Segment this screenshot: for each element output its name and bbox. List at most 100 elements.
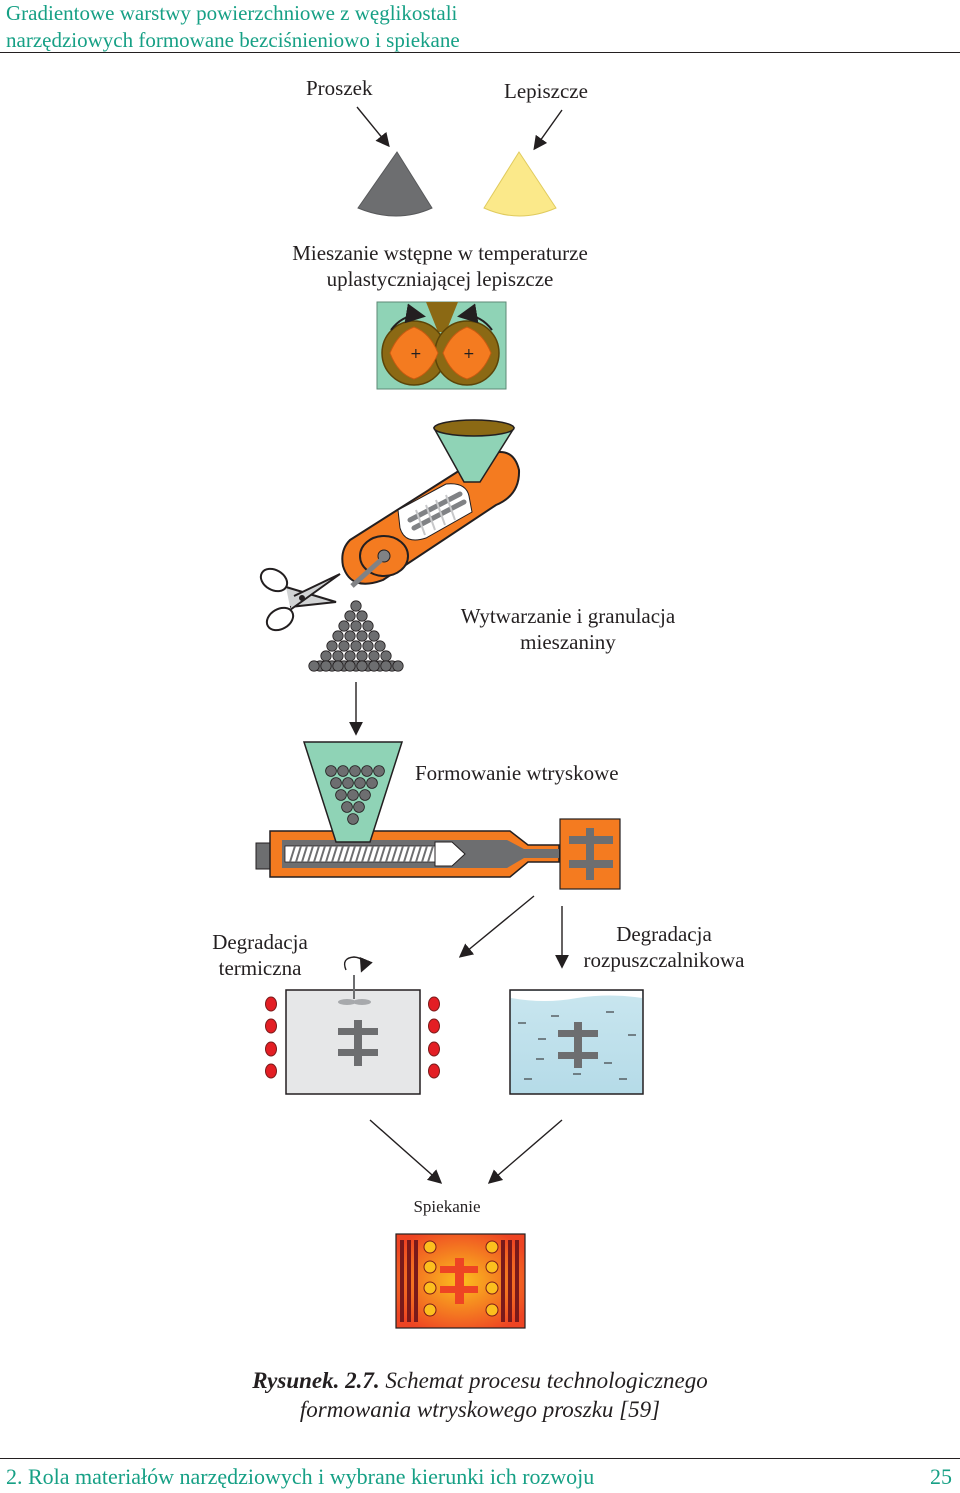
label-thermal-2: termiczna (218, 956, 302, 980)
granule (356, 630, 368, 642)
extruder-icon (341, 419, 521, 588)
screw-flight (343, 845, 350, 863)
header-rule (0, 52, 960, 53)
arrow-thermal-to-sinter (369, 1119, 443, 1184)
header-title-line-2: narzędziowych formowane bezciśnieniowo i… (6, 28, 460, 52)
furnace-bars-icon (400, 1240, 519, 1322)
label-premix-1: Mieszanie wstępne w temperaturze (292, 241, 588, 265)
furnace-dot (423, 1303, 437, 1317)
granule (344, 630, 356, 642)
granule (335, 789, 347, 801)
screw-flight (409, 845, 416, 863)
screw-flight (349, 845, 356, 863)
arrow-to-thermal (458, 895, 535, 958)
heater-dot (428, 996, 440, 1012)
screw-flight (355, 845, 362, 863)
granule (332, 650, 344, 662)
arrow-binder (533, 109, 563, 151)
premixer-icon: + + (376, 301, 507, 390)
label-solvent-1: Degradacja (616, 922, 712, 946)
heater-dot (265, 996, 277, 1012)
granule (338, 620, 350, 632)
granule (344, 660, 356, 672)
heater-dot (265, 1063, 277, 1079)
caption-label: Rysunek. 2.7. (252, 1368, 380, 1393)
screw-flight (307, 845, 314, 863)
footer-chapter: 2. Rola materiałów narzędziowych i wybra… (6, 1464, 595, 1489)
screw-flight (361, 845, 368, 863)
screw-flight (331, 845, 338, 863)
heater-dot (265, 1018, 277, 1034)
arrow-powder (356, 106, 390, 148)
label-thermal-1: Degradacja (212, 930, 308, 954)
granule (347, 789, 359, 801)
label-solvent-2: rozpuszczalnikowa (583, 948, 745, 972)
furnace-dot (423, 1281, 437, 1295)
granule (356, 660, 368, 672)
furnace-bar (508, 1240, 512, 1322)
granule (338, 640, 350, 652)
screw-flight (427, 845, 434, 863)
screw-flight (373, 845, 380, 863)
granule (374, 640, 386, 652)
granule (350, 620, 362, 632)
granule (380, 650, 392, 662)
screw-flight (319, 845, 326, 863)
granule (344, 610, 356, 622)
furnace-bar (400, 1240, 404, 1322)
label-premix-2: uplastyczniającej lepiszcze (326, 267, 554, 291)
granule (380, 660, 392, 672)
screw-flight (421, 845, 428, 863)
furnace-dot (423, 1260, 437, 1274)
furnace-bar (515, 1240, 519, 1322)
granule (337, 765, 349, 777)
furnace-bar (407, 1240, 411, 1322)
screw-flight (415, 845, 422, 863)
granule (308, 660, 320, 672)
granule (362, 640, 374, 652)
heater-dot (428, 1063, 440, 1079)
screw-flight (385, 845, 392, 863)
screw-flight (391, 845, 398, 863)
page-number: 25 (930, 1464, 952, 1489)
granule (332, 660, 344, 672)
heater-dot (428, 1018, 440, 1034)
furnace-dot (485, 1260, 499, 1274)
screw-flight (301, 845, 308, 863)
powder-cone-icon (357, 151, 433, 217)
furnace-dot (423, 1240, 437, 1254)
granule (361, 765, 373, 777)
granule (366, 777, 378, 789)
solvent-dashes-icon (518, 1011, 636, 1080)
granule (359, 789, 371, 801)
furnace-dot (485, 1240, 499, 1254)
screw-flight (289, 845, 296, 863)
furnace-bar (414, 1240, 418, 1322)
screw-flight (397, 845, 404, 863)
screw-flight (325, 845, 332, 863)
figure-caption: Rysunek. 2.7. Schemat procesu technologi… (180, 1366, 780, 1424)
solvent-debinding-icon (509, 989, 644, 1095)
svg-text:+: + (463, 346, 475, 362)
arrow-solvent-to-sinter (487, 1119, 563, 1184)
label-sintering: Spiekanie (413, 1197, 481, 1216)
label-granulation-1: Wytwarzanie i granulacja (460, 604, 676, 628)
screw-flight (367, 845, 374, 863)
furnace-dot (485, 1281, 499, 1295)
granule (368, 660, 380, 672)
footer-rule (0, 1458, 960, 1459)
granule (362, 620, 374, 632)
screw-flight (403, 845, 410, 863)
granule (326, 640, 338, 652)
granule (350, 640, 362, 652)
granule (347, 813, 359, 825)
granule (330, 777, 342, 789)
granule (342, 777, 354, 789)
screw-flight (379, 845, 386, 863)
header-title-line-1: Gradientowe warstwy powierzchniowe z węg… (6, 1, 458, 25)
furnace-dot (485, 1303, 499, 1317)
granule (354, 777, 366, 789)
heater-dot (265, 1041, 277, 1057)
screw-flight (295, 845, 302, 863)
